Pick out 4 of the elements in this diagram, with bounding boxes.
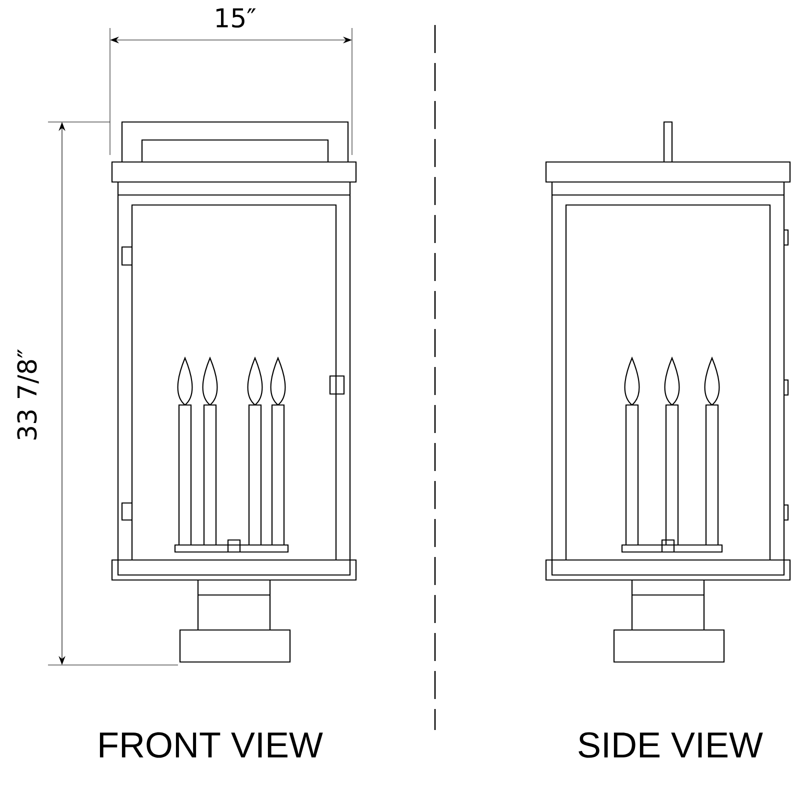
dimension-text: 15″ bbox=[212, 6, 258, 30]
view-label: FRONT VIEW bbox=[100, 732, 323, 758]
dimension-text: 33 7/8″ bbox=[15, 346, 41, 444]
view-label: SIDE VIEW bbox=[578, 732, 763, 758]
